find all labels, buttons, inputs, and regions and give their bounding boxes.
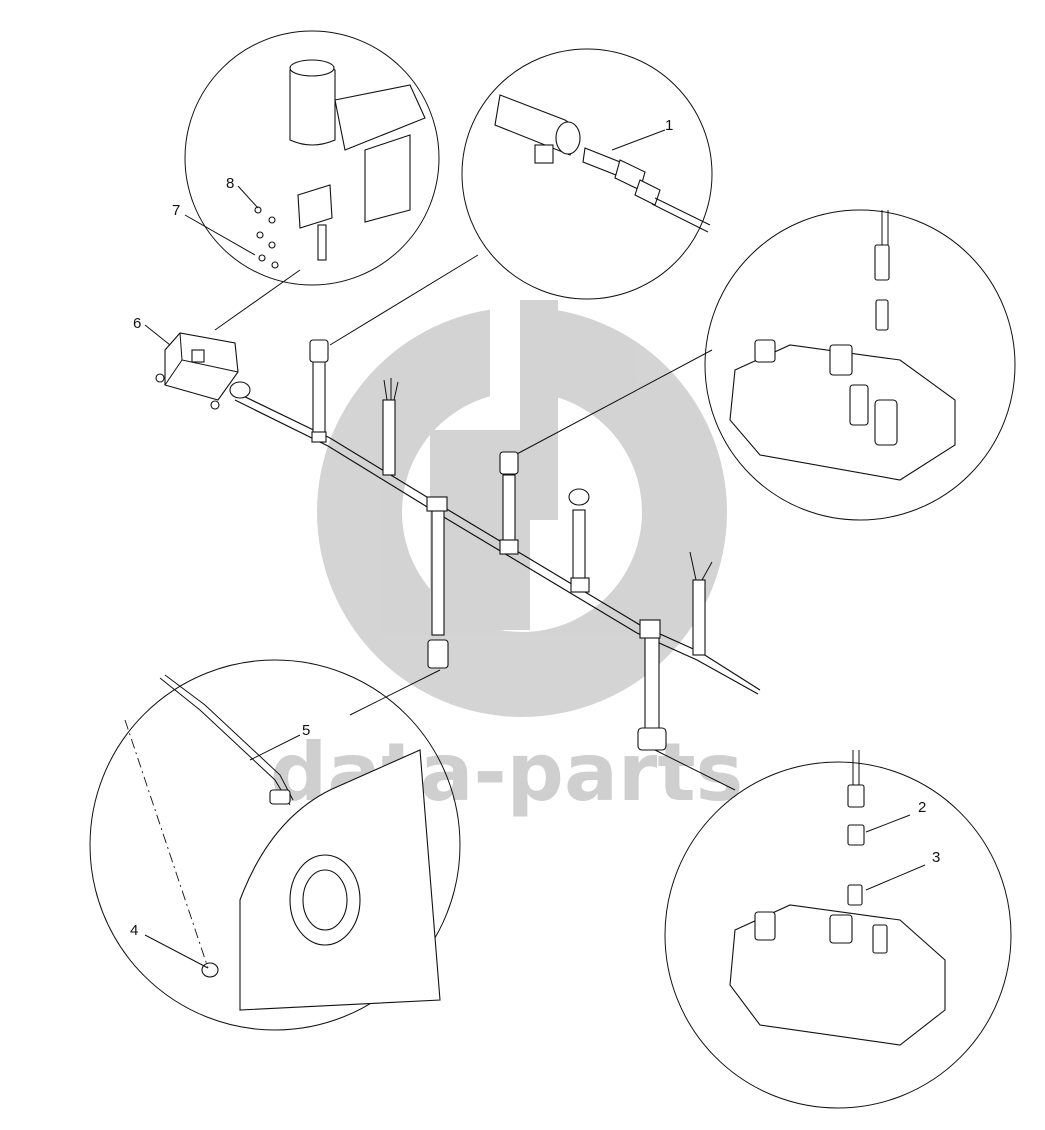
branch-connector-1 [309, 339, 329, 443]
detail-sensor-fitting [461, 48, 713, 300]
detail-leader-lines [214, 254, 736, 791]
watermark-logo [317, 300, 727, 717]
callout-2: 2 [918, 799, 926, 816]
control-box [155, 332, 251, 410]
callout-1: 1 [665, 117, 673, 134]
callout-8: 8 [226, 175, 234, 192]
callout-4: 4 [130, 922, 138, 939]
branch-connector-5 [568, 488, 590, 593]
branch-connector-6 [637, 619, 667, 751]
callout-leaders [144, 129, 926, 969]
detail-solenoid-mount [184, 30, 440, 286]
callout-5: 5 [302, 722, 310, 739]
screw-set [254, 206, 279, 269]
wiring-harness [155, 332, 761, 751]
detail-flywheel-sensor [89, 659, 461, 1031]
branch-wires-2 [382, 378, 399, 476]
detail-engine-sensor-lower [664, 750, 1012, 1109]
branch-connector-3 [426, 496, 449, 669]
callout-6: 6 [133, 315, 141, 332]
detail-engine-sensor-upper [704, 209, 1016, 521]
branch-connector-4 [499, 451, 519, 555]
callout-7: 7 [172, 202, 180, 219]
callout-3: 3 [932, 849, 940, 866]
branch-wires-7 [689, 551, 713, 656]
